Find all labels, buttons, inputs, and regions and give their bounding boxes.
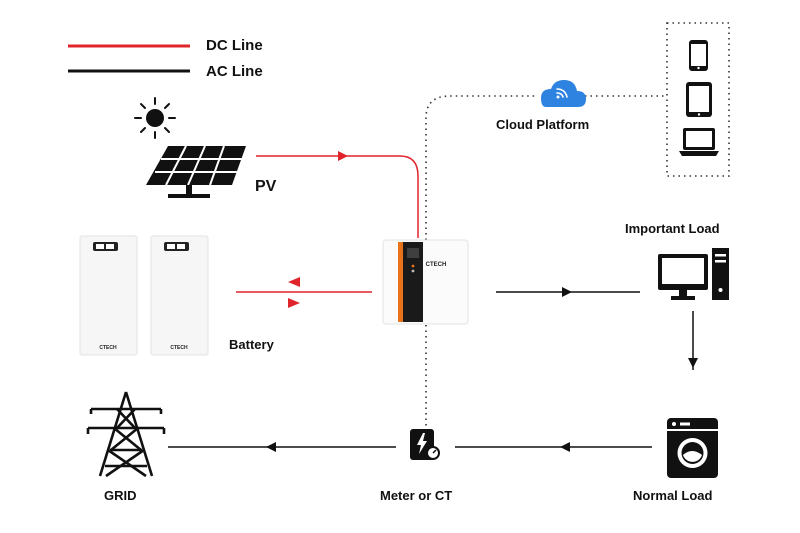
legend-dc-label: DC Line (206, 37, 263, 54)
sun-icon (134, 97, 176, 139)
battery-logo-left: CTECH (99, 345, 117, 351)
battery-module-icon: CTECH CTECH (79, 235, 209, 356)
load-ac-arrow (562, 287, 572, 297)
normal-meter-ac-arrow (560, 442, 570, 452)
legend-ac-label: AC Line (206, 63, 263, 80)
grid-label: GRID (104, 488, 137, 503)
solar-panel-icon (146, 145, 246, 198)
pv-dc-line (256, 155, 419, 238)
battery-label: Battery (229, 337, 274, 352)
cloud-platform-label: Cloud Platform (496, 117, 590, 132)
inverter-logo: CTECH (426, 262, 447, 268)
cloud-wifi-icon (541, 80, 586, 107)
meter-grid-ac-arrow (266, 442, 276, 452)
battery-dc-arrow-right (288, 298, 300, 308)
washing-machine-icon (667, 418, 718, 478)
smartphone-icon (689, 40, 708, 71)
energy-meter-icon (410, 429, 440, 460)
cloud-link-dotted-line (425, 95, 535, 240)
laptop-icon (679, 128, 719, 156)
normal-load-label: Normal Load (633, 488, 713, 503)
pv-dc-arrow (338, 151, 348, 161)
meter-label: Meter or CT (380, 488, 453, 503)
transmission-tower-icon (86, 391, 166, 478)
important-load-label: Important Load (625, 221, 720, 236)
inverter-icon: CTECH (382, 239, 469, 325)
battery-dc-arrow-left (288, 277, 300, 287)
desktop-computer-icon (658, 248, 729, 300)
tablet-icon (686, 82, 712, 117)
pv-label: PV (255, 178, 277, 195)
battery-logo-right: CTECH (170, 345, 188, 351)
important-normal-ac-arrow (688, 358, 698, 368)
devices-dotted-box (666, 22, 730, 177)
